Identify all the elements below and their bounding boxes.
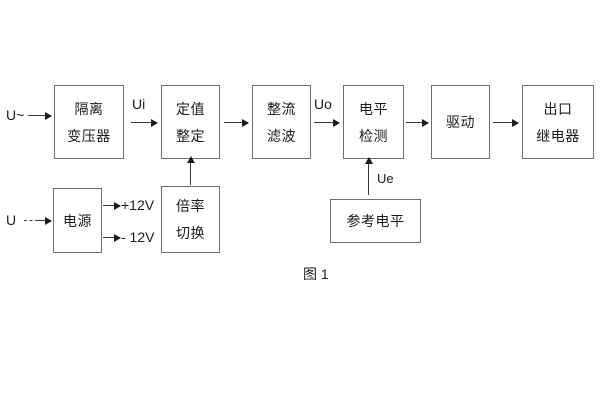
block-output-relay-line-2: 继电器 [536, 127, 580, 144]
figure-caption: 图 1 [303, 266, 329, 282]
block-drive-line-1: 驱动 [446, 114, 475, 130]
arrow-rail-negative [103, 233, 121, 242]
block-drive: 驱动 [431, 85, 490, 159]
label-uo: Uo [314, 96, 332, 112]
arrow-rectify-filter-to-level-detect [314, 118, 340, 127]
arrow-setpoint-adjust-to-rectify-filter [224, 118, 249, 127]
block-rectify-filter-line-1: 整流 [267, 100, 296, 117]
block-setpoint-adjust-line-1: 定值 [176, 100, 205, 117]
block-level-detect: 电平 检测 [343, 85, 404, 159]
block-output-relay: 出口 继电器 [522, 85, 594, 159]
label-rail-negative: - 12V [121, 229, 155, 245]
label-ui: Ui [132, 96, 146, 112]
block-level-detect-line-1: 电平 [359, 100, 388, 117]
block-multiplier-switch-line-2: 切换 [176, 225, 205, 241]
label-rail-positive: +12V [121, 197, 155, 213]
block-multiplier-switch-line-1: 倍率 [176, 198, 205, 214]
block-output-relay-line-1: 出口 [543, 100, 573, 117]
block-rectify-filter: 整流 滤波 [252, 85, 311, 159]
label-input-dc: U [6, 212, 17, 228]
arrow-multiplier-switch-to-setpoint-adjust [186, 156, 195, 185]
arrow-drive-to-output-relay [493, 118, 519, 127]
dashed-lead-input-dc [24, 220, 38, 221]
block-isolation-transformer-line-1: 隔离 [74, 100, 104, 117]
block-multiplier-switch: 倍率 切换 [161, 186, 220, 253]
label-ue: Ue [377, 171, 394, 186]
block-rectify-filter-line-2: 滤波 [267, 127, 296, 144]
arrow-rail-positive [103, 201, 121, 210]
block-power-supply: 电源 [53, 188, 102, 253]
arrow-isolation-transformer-to-setpoint-adjust [131, 118, 158, 127]
label-input-ac: U~ [6, 107, 25, 123]
block-setpoint-adjust: 定值 整定 [161, 85, 220, 159]
block-isolation-transformer-line-2: 变压器 [67, 127, 111, 144]
arrow-input-dc-to-power-supply [38, 216, 52, 225]
block-level-detect-line-2: 检测 [359, 127, 388, 144]
block-isolation-transformer: 隔离 变压器 [54, 85, 124, 159]
block-power-supply-line-1: 电源 [63, 212, 92, 229]
arrow-reference-level-to-level-detect [364, 157, 373, 195]
block-setpoint-adjust-line-2: 整定 [176, 127, 205, 144]
block-reference-level-line-1: 参考电平 [346, 213, 405, 229]
arrow-level-detect-to-drive [406, 118, 429, 127]
arrow-input-ac-to-isolation-transformer [28, 111, 52, 120]
block-reference-level: 参考电平 [330, 199, 421, 243]
